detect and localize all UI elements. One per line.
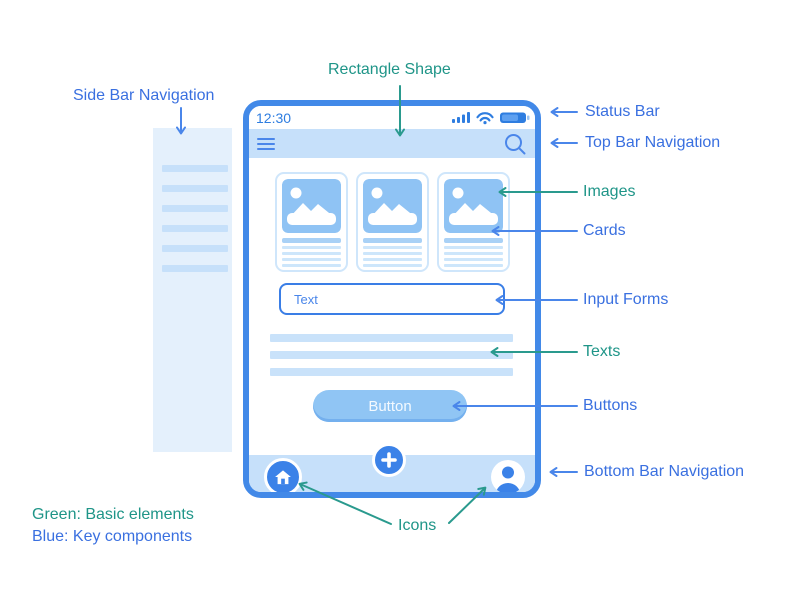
card-text-line [282, 258, 341, 261]
menu-icon[interactable] [257, 137, 275, 150]
sidebar-item[interactable] [162, 205, 228, 212]
card-text-line [363, 258, 422, 261]
label-cards: Cards [583, 222, 626, 239]
text-input[interactable] [279, 283, 505, 315]
card-text-line [363, 264, 422, 267]
text-line [270, 368, 513, 376]
card-text-line [363, 252, 422, 255]
image-placeholder-icon [282, 179, 341, 233]
card-text-line [444, 258, 503, 261]
label-rectangle-shape: Rectangle Shape [328, 61, 451, 78]
image-placeholder-icon [444, 179, 503, 233]
card[interactable] [356, 172, 429, 272]
card-text-line [282, 264, 341, 267]
sidebar-navigation [153, 128, 232, 452]
label-images: Images [583, 183, 636, 200]
add-icon[interactable] [372, 443, 406, 477]
card-text-line [282, 246, 341, 249]
status-time: 12:30 [256, 109, 292, 126]
label-bottom-bar-navigation: Bottom Bar Navigation [584, 463, 745, 480]
text-line [270, 334, 513, 342]
home-icon[interactable] [264, 458, 302, 492]
bottom-bar [249, 443, 535, 492]
label-texts: Texts [583, 343, 621, 360]
label-icons: Icons [398, 517, 437, 534]
text-line [270, 351, 513, 359]
label-top-bar-navigation: Top Bar Navigation [585, 134, 721, 151]
sidebar-item[interactable] [162, 185, 228, 192]
sidebar-item[interactable] [162, 245, 228, 252]
cards-row [275, 172, 510, 272]
sidebar-item[interactable] [162, 225, 228, 232]
label-input-forms: Input Forms [583, 291, 669, 308]
wifi-icon [476, 112, 494, 125]
search-icon[interactable] [503, 132, 527, 156]
card[interactable] [275, 172, 348, 272]
phone-frame: 12:30 [243, 100, 541, 498]
label-status-bar: Status Bar [585, 103, 660, 120]
image-placeholder-icon [363, 179, 422, 233]
card-title-line [444, 238, 503, 243]
text-block [270, 334, 513, 385]
sidebar-item[interactable] [162, 165, 228, 172]
status-bar: 12:30 [249, 106, 535, 129]
card-text-line [444, 252, 503, 255]
legend-blue: Blue: Key components [32, 528, 193, 545]
battery-icon [500, 112, 530, 123]
label-buttons: Buttons [583, 397, 638, 414]
card-text-line [444, 264, 503, 267]
signal-icon [452, 112, 470, 123]
card-title-line [363, 238, 422, 243]
profile-icon[interactable] [491, 460, 525, 492]
sidebar-item[interactable] [162, 265, 228, 272]
card-text-line [363, 246, 422, 249]
legend-green: Green: Basic elements [32, 506, 194, 523]
top-bar [249, 129, 535, 158]
card-text-line [282, 252, 341, 255]
card-title-line [282, 238, 341, 243]
card-text-line [444, 246, 503, 249]
label-side-bar-navigation: Side Bar Navigation [73, 87, 215, 104]
button[interactable]: Button [313, 390, 467, 422]
card[interactable] [437, 172, 510, 272]
